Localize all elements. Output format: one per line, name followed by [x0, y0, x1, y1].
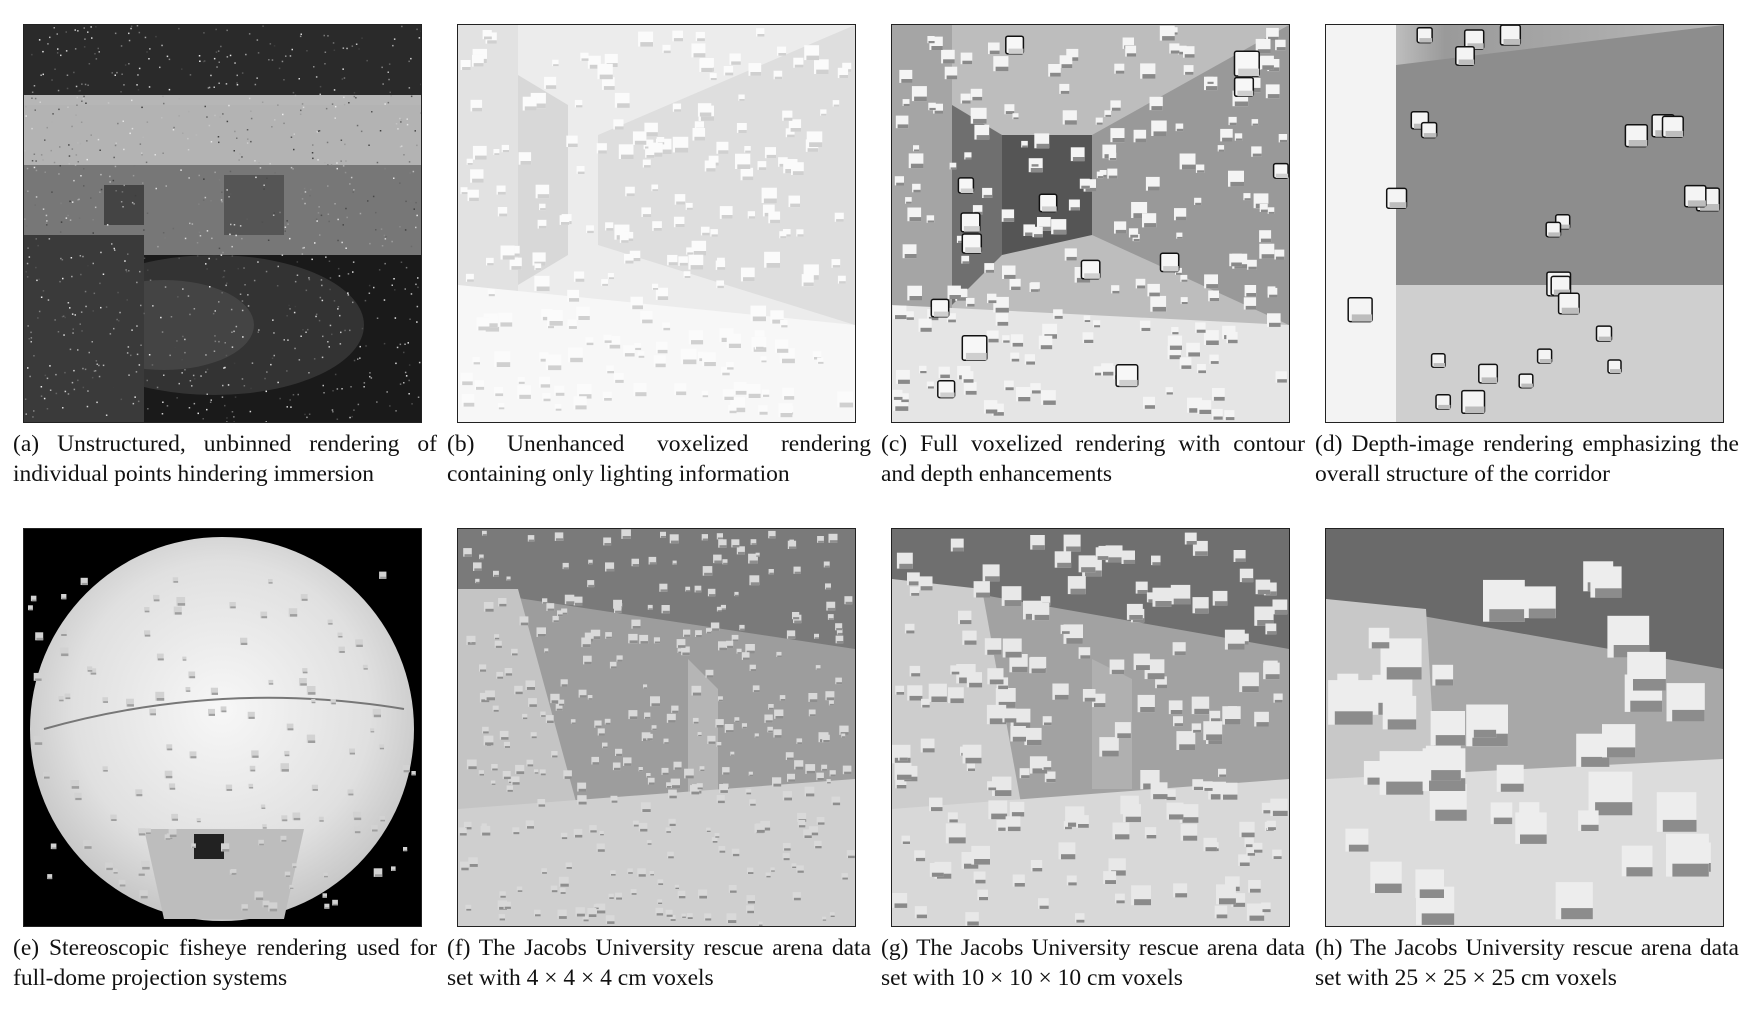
voxel-full-rendering [892, 25, 1289, 422]
caption-c: (c) Full voxelized rendering with contou… [881, 431, 1305, 487]
figure-b-image [457, 24, 856, 423]
point-cloud-rendering [24, 25, 421, 422]
caption-h: (h) The Jacobs University rescue arena d… [1315, 935, 1739, 991]
figure-c-image [891, 24, 1290, 423]
voxel-cubes [1347, 25, 1721, 415]
arena-25cm-rendering [1326, 529, 1723, 926]
voxel-cubes [892, 25, 1289, 421]
figure-e-image [23, 528, 422, 927]
voxel-cubes [28, 571, 416, 912]
figure-h-image [1325, 528, 1724, 927]
caption-f: (f) The Jacobs University rescue arena d… [447, 935, 871, 991]
caption-d: (d) Depth-image rendering emphasizing th… [1315, 431, 1739, 487]
arena-10cm-rendering [892, 529, 1289, 926]
voxel-cubes [458, 529, 855, 926]
arena-4cm-rendering [458, 529, 855, 926]
figure-f-image [457, 528, 856, 927]
caption-e: (e) Stereoscopic fisheye rendering used … [13, 935, 437, 991]
caption-b: (b) Unenhanced voxelized rendering conta… [447, 431, 871, 487]
caption-g: (g) The Jacobs University rescue arena d… [881, 935, 1305, 991]
figure-g-image [891, 528, 1290, 927]
figure-d-image [1325, 24, 1724, 423]
depth-image-rendering [1326, 25, 1723, 422]
voxel-cubes [460, 28, 854, 418]
voxel-cubes [1328, 561, 1711, 925]
point-noise [24, 25, 421, 422]
caption-a: (a) Unstructured, unbinned rendering of … [13, 431, 437, 487]
figure-a-image [23, 24, 422, 423]
fisheye-rendering [24, 529, 421, 926]
voxel-lighting-rendering [458, 25, 855, 422]
voxel-cubes [892, 532, 1288, 926]
